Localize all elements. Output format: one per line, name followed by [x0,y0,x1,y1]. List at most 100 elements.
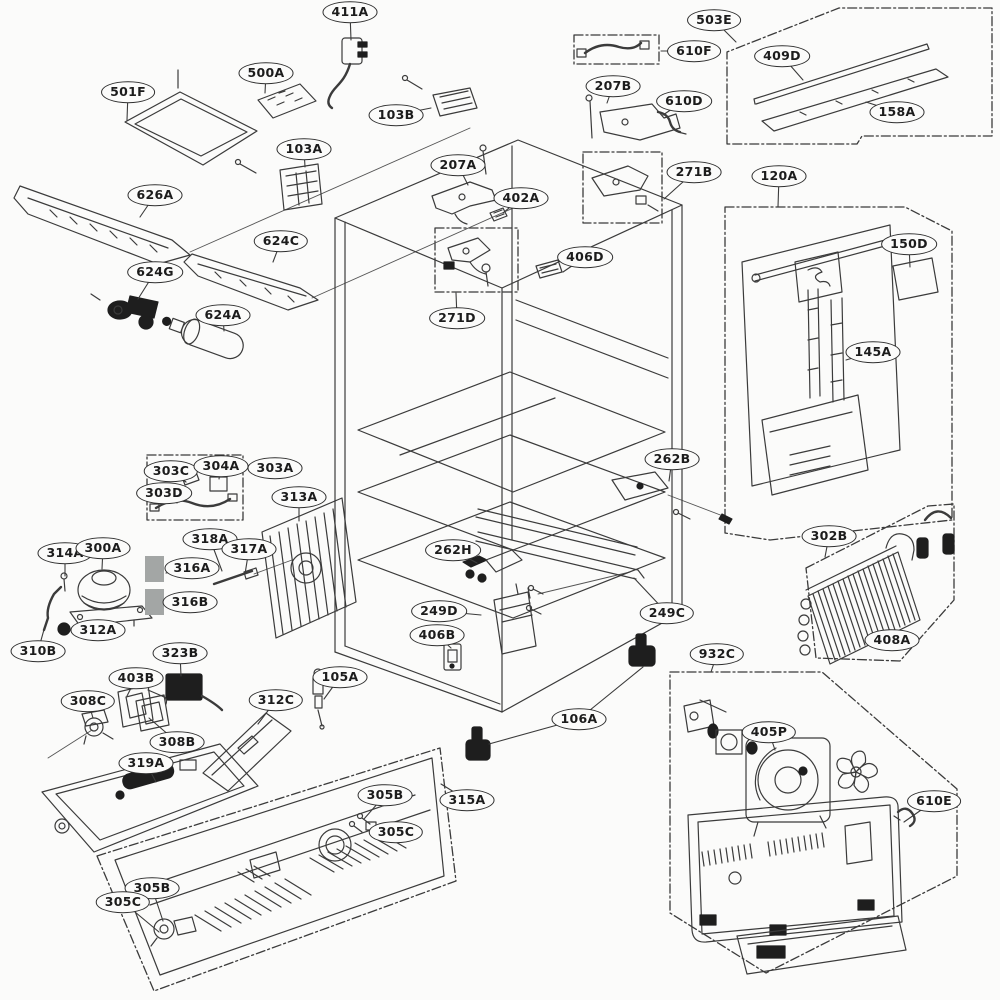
part-callout-158a: 158A [869,101,925,123]
base-tray [114,757,445,976]
part-callout-271b: 271B [666,161,722,183]
swatch-316a [145,556,164,582]
wire-610f [576,40,650,58]
rail-249d [493,583,537,655]
bolt-314a [60,572,68,592]
part-callout-315a: 315A [439,789,495,811]
part-callout-610e: 610E [907,790,961,812]
part-callout-323b: 323B [152,642,208,664]
part-callout-501f: 501F [101,81,155,103]
pipe-310b [42,585,63,632]
box-120a [724,206,953,541]
part-callout-304a: 304A [193,455,249,477]
part-callout-262h: 262H [425,539,481,561]
part-callout-503e: 503E [687,9,741,31]
part-callout-500a: 500A [238,62,294,84]
part-callout-308c: 308C [60,690,116,712]
connector-402a [489,207,508,222]
part-callout-207a: 207A [430,154,486,176]
hinge-271b-parts [591,165,659,212]
wire-610d [656,110,687,135]
part-callout-316a: 316A [164,557,220,579]
back-panel-120a [741,224,901,496]
fan-assembly-932c [683,699,878,837]
part-callout-105a: 105A [312,666,368,688]
part-callout-106a: 106A [551,708,607,730]
feet-106a [465,633,656,761]
part-callout-120a: 120A [751,165,807,187]
part-callout-408a: 408A [864,629,920,651]
shelf-501f [124,69,258,166]
part-callout-305b: 305B [357,784,413,806]
part-callout-312c: 312C [248,689,304,711]
part-callout-103a: 103A [276,138,332,160]
part-callout-207b: 207B [585,75,641,97]
part-callout-405p: 405P [741,721,797,743]
part-callout-626a: 626A [127,184,183,206]
part-callout-249d: 249D [411,600,467,622]
box-610f [573,34,660,65]
filter-624a [162,316,244,360]
box-271b [582,151,663,224]
box-315a [96,747,457,992]
evaporator-302b [797,510,955,665]
part-callout-610d: 610D [656,90,712,112]
condenser-313a [261,497,357,639]
part-callout-303c: 303C [143,460,199,482]
part-callout-310b: 310B [10,640,66,662]
part-callout-150d: 150D [881,233,937,255]
part-callout-302b: 302B [801,525,857,547]
starter-323b [165,673,224,712]
roller-624g [90,293,159,330]
part-callout-409d: 409D [754,45,810,67]
rail-624c [183,253,319,311]
grille-103b [401,74,478,117]
hinge-207b [585,94,681,141]
part-callout-312a: 312A [70,619,126,641]
part-callout-316b: 316B [162,591,218,613]
box-503e [726,7,993,145]
hinge-262b [611,471,733,525]
part-callout-317a: 317A [221,538,277,560]
part-callout-624c: 624C [253,230,309,252]
part-callout-103b: 103B [368,104,424,126]
part-callout-303a: 303A [247,457,303,479]
part-callout-406b: 406B [409,624,465,646]
swatch-316b [145,589,164,615]
part-callout-305c: 305C [368,821,424,843]
part-callout-145a: 145A [845,341,901,363]
part-callout-303d: 303D [136,482,192,504]
bar-409d [753,43,930,105]
part-callout-305c: 305C [95,891,151,913]
part-callout-319a: 319A [118,752,174,774]
part-callout-308b: 308B [149,731,205,753]
power-cord-411a [327,37,368,110]
part-callout-406d: 406D [557,246,613,268]
cover-406d [535,259,563,279]
channel-312c [202,712,292,792]
part-callout-932c: 932C [689,643,745,665]
bar-158a [761,68,949,132]
hook-610e [893,807,916,828]
cover-tray [736,915,907,975]
part-callout-411a: 411A [322,1,378,23]
plate-308b [135,694,170,732]
part-callout-624g: 624G [127,261,183,283]
part-callout-262b: 262B [644,448,700,470]
hinge-271d-parts [443,237,491,287]
pump-308c [81,709,114,745]
fan-blade [836,750,878,793]
box-932c [669,671,958,974]
pcb-500a [257,83,317,119]
part-callout-624a: 624A [195,304,251,326]
cabinet [334,139,683,713]
part-callout-403b: 403B [108,667,164,689]
part-callout-300a: 300A [75,537,131,559]
card-150d [892,257,939,301]
part-callout-271d: 271D [429,307,485,329]
box-302b [805,503,955,662]
guide-lines [47,127,724,759]
